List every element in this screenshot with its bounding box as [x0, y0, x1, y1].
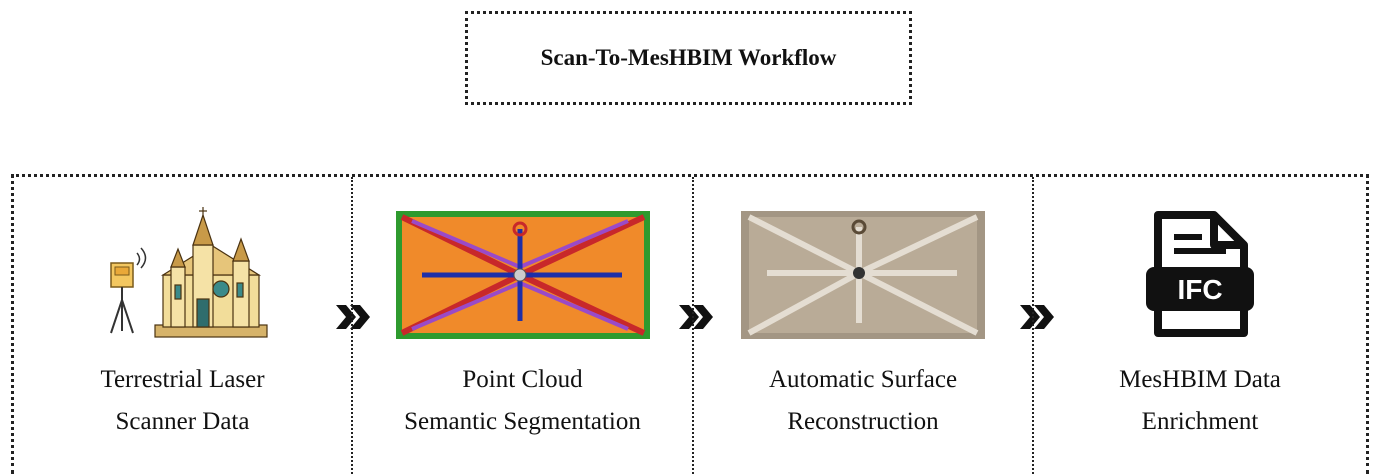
ifc-file-icon: IFC	[1034, 201, 1366, 349]
stage-label-line2: Semantic Segmentation	[404, 408, 641, 435]
workflow-title-box: Scan-To-MesHBIM Workflow	[465, 11, 912, 105]
stage-label-line1: Point Cloud	[462, 366, 583, 393]
stage-label: Automatic Surface Reconstruction	[694, 359, 1032, 443]
stage-segmentation: Point Cloud Semantic Segmentation	[351, 177, 713, 474]
workflow-title: Scan-To-MesHBIM Workflow	[540, 45, 837, 70]
stage-label-line2: Reconstruction	[787, 408, 939, 435]
church-icon	[153, 207, 268, 338]
laser-scanner-icon	[109, 247, 146, 334]
stage-label: Terrestrial Laser Scanner Data	[14, 359, 351, 443]
workflow-panel: Terrestrial Laser Scanner Data	[11, 174, 1369, 474]
scanner-church-illustration	[14, 201, 351, 349]
stage-label-line1: MesHBIM Data	[1119, 366, 1281, 393]
stage-reconstruction: Automatic Surface Reconstruction	[692, 177, 1054, 474]
stage-label-line1: Automatic Surface	[768, 366, 958, 393]
reconstructed-vault-mesh	[694, 201, 1032, 349]
stage-label-line2: Enrichment	[1141, 408, 1259, 435]
double-chevron-right-icon	[1020, 305, 1054, 329]
stage-enrichment: IFC MesHBIM Data Enrichment	[1032, 177, 1366, 474]
stage-label-line2: Scanner Data	[115, 408, 250, 435]
segmented-vault-pointcloud	[353, 201, 692, 349]
stage-label: MesHBIM Data Enrichment	[1034, 359, 1366, 443]
stage-label-line1: Terrestrial Laser	[100, 366, 265, 393]
double-chevron-right-icon	[679, 305, 713, 329]
ifc-icon-text: IFC	[1177, 274, 1222, 305]
stage-label: Point Cloud Semantic Segmentation	[353, 359, 692, 443]
stage-tls-data: Terrestrial Laser Scanner Data	[14, 177, 370, 474]
